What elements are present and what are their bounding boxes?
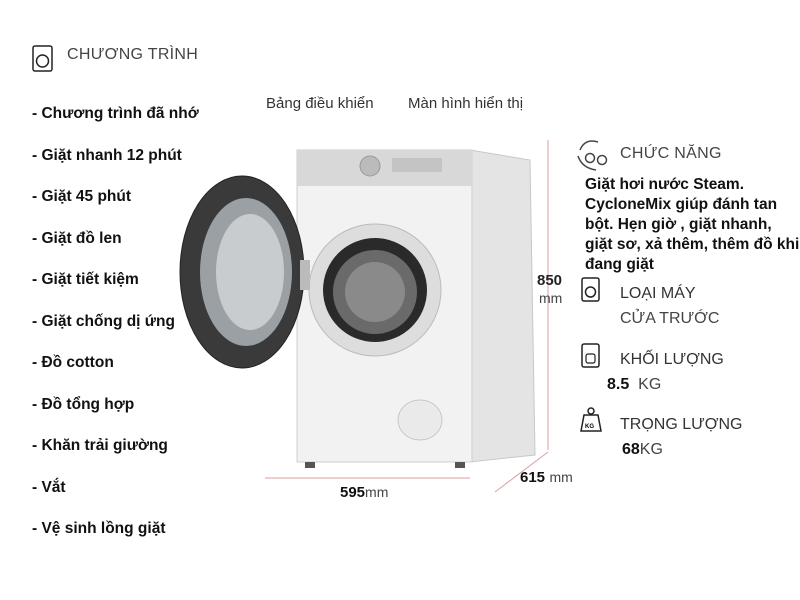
washing-machine-icon	[581, 277, 600, 302]
capacity-value: 8.5 KG	[607, 376, 662, 393]
washing-machine-icon	[32, 45, 53, 72]
features-title: CHỨC NĂNG	[620, 145, 722, 162]
filter-door	[397, 399, 443, 441]
laundry-weight-icon	[581, 343, 600, 368]
gears-icon	[577, 140, 608, 171]
program-item: - Khăn trải giường	[32, 437, 168, 454]
machine-type-value: CỬA TRƯỚC	[620, 310, 720, 327]
program-item: - Vệ sinh lồng giặt	[32, 520, 166, 537]
drum-inner	[345, 262, 405, 322]
depth-dimension-line	[494, 451, 549, 493]
weight-label: TRỌNG LƯỢNG	[620, 416, 743, 433]
program-item: - Giặt tiết kiệm	[32, 271, 139, 288]
features-description: Giặt hơi nước Steam. CycloneMix giúp đán…	[585, 176, 800, 273]
program-item: - Chương trình đã nhớ	[32, 105, 199, 122]
width-dimension: 595mm	[340, 484, 389, 501]
kg-weight-icon: KG	[580, 407, 602, 432]
control-panel-label: Bảng điều khiển	[266, 95, 374, 112]
program-item: - Đồ cotton	[32, 354, 114, 371]
weight-value: 68KG	[622, 441, 663, 458]
program-item: - Giặt đồ len	[32, 229, 122, 247]
display-label: Màn hình hiển thị	[408, 95, 524, 112]
program-item: - Giặt 45 phút	[32, 188, 132, 205]
programs-title: CHƯƠNG TRÌNH	[67, 46, 199, 63]
depth-dimension: 615 mm	[520, 469, 573, 486]
program-item: - Đồ tổng hợp	[32, 395, 135, 413]
machine-side	[469, 149, 536, 463]
height-value: 850	[537, 272, 563, 289]
program-item: - Vắt	[32, 478, 66, 496]
program-item: - Giặt chống dị ứng	[32, 312, 175, 330]
svg-text:KG: KG	[585, 424, 594, 430]
height-unit: mm	[539, 290, 563, 306]
machine-type-label: LOẠI MÁY	[620, 285, 696, 302]
capacity-label: KHỐI LƯỢNG	[620, 351, 724, 368]
program-item: - Giặt nhanh 12 phút	[32, 146, 182, 164]
control-panel	[297, 150, 472, 186]
program-dial	[359, 155, 381, 177]
display-screen	[392, 158, 442, 172]
